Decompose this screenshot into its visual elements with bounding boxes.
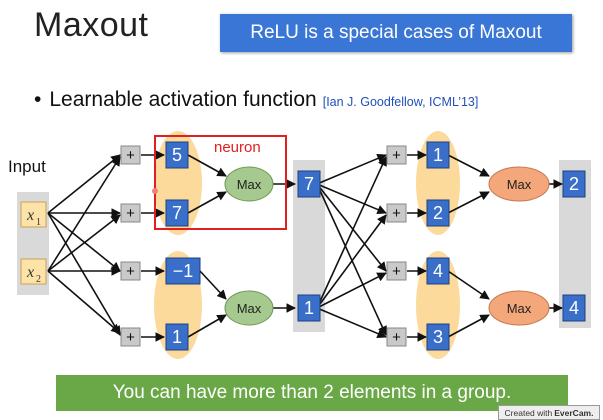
plus-box-l1-3: + (120, 261, 141, 281)
svg-text:+: + (392, 205, 401, 222)
bullet-dot-icon: • (34, 88, 42, 111)
value-node-l1-4: 1 (165, 323, 189, 351)
value-node-l2-1: 1 (426, 141, 450, 169)
input-edges (47, 154, 121, 336)
svg-text:1: 1 (172, 327, 182, 347)
svg-text:+: + (392, 147, 401, 164)
svg-text:3: 3 (433, 327, 443, 347)
value-node-l1-2: 7 (165, 199, 189, 227)
svg-text:x: x (26, 207, 34, 224)
svg-text:2: 2 (36, 274, 41, 285)
output-node-1: 2 (562, 170, 586, 198)
output-node-2: 4 (562, 294, 586, 322)
svg-text:1: 1 (433, 145, 443, 165)
svg-text:4: 4 (569, 298, 579, 318)
svg-text:+: + (126, 329, 135, 346)
svg-text:x: x (26, 264, 34, 281)
svg-text:Max: Max (507, 301, 532, 316)
neuron-highlight-box (154, 135, 287, 230)
max-node-l1-2: Max (224, 290, 274, 326)
value-node-l1-3: −1 (165, 257, 201, 285)
svg-text:+: + (126, 147, 135, 164)
cursor-dot (152, 188, 158, 194)
plus-box-l2-4: + (386, 327, 407, 347)
svg-text:2: 2 (569, 174, 579, 194)
citation: [Ian J. Goodfellow, ICML’13] (322, 95, 479, 109)
value-node-l2-4: 3 (426, 323, 450, 351)
svg-text:Max: Max (237, 177, 262, 192)
value-to-max-edges-l2 (407, 150, 563, 342)
value-node-l2-3: 4 (426, 257, 450, 285)
svg-text:+: + (392, 329, 401, 346)
group-size-banner: You can have more than 2 elements in a g… (56, 375, 568, 411)
input-label: Input (8, 157, 46, 176)
value-node-l1-1: 5 (165, 141, 189, 169)
svg-text:+: + (392, 263, 401, 280)
bullet-text: Learnable activation function (49, 88, 317, 111)
watermark-brand: EverCam. (554, 407, 594, 418)
plus-to-value-edges-l1 (141, 150, 165, 342)
svg-text:7: 7 (304, 174, 314, 194)
input-node-x2: x 2 (20, 258, 47, 285)
hidden-node-2: 1 (297, 294, 321, 322)
max-node-l2-2: Max (488, 290, 550, 326)
input-node-x1: x 1 (20, 201, 47, 228)
svg-text:Max: Max (237, 301, 262, 316)
hidden-edges (316, 153, 387, 339)
svg-text:1: 1 (304, 298, 314, 318)
plus-box-l2-3: + (386, 261, 407, 281)
hidden-node-1: 7 (297, 170, 321, 198)
bullet-point: • Learnable activation function [Ian J. Go… (34, 88, 478, 112)
svg-text:−1: −1 (173, 261, 194, 281)
svg-text:7: 7 (172, 203, 182, 223)
svg-text:Max: Max (507, 177, 532, 192)
max-node-l1-1: Max (224, 166, 274, 202)
slide-title: Maxout (34, 6, 149, 44)
svg-text:4: 4 (433, 261, 443, 281)
plus-box-l1-1: + (120, 145, 141, 165)
value-node-l2-2: 2 (426, 199, 450, 227)
svg-text:5: 5 (172, 145, 182, 165)
plus-box-l1-2: + (120, 203, 141, 223)
svg-text:2: 2 (433, 203, 443, 223)
plus-box-l1-4: + (120, 327, 141, 347)
neuron-label: neuron (214, 139, 261, 156)
plus-box-l2-2: + (386, 203, 407, 223)
svg-text:+: + (126, 205, 135, 222)
svg-text:1: 1 (36, 217, 41, 228)
max-node-l2-1: Max (488, 166, 550, 202)
watermark-prefix: Created with (504, 407, 553, 418)
svg-text:+: + (126, 263, 135, 280)
value-to-max-edges-l1 (187, 154, 296, 338)
relu-banner: ReLU is a special cases of Maxout (220, 14, 572, 52)
plus-box-l2-1: + (386, 145, 407, 165)
